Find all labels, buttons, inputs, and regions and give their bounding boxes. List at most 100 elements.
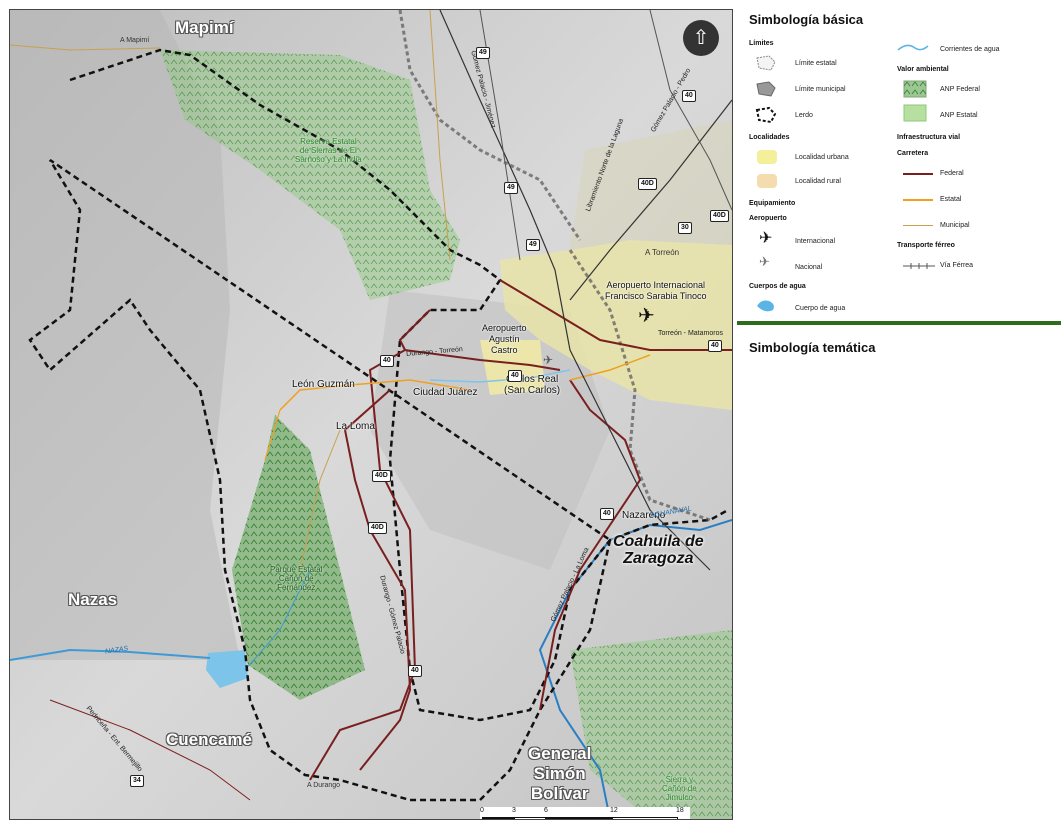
railway-2 [569,99,732,301]
river-nazas [10,648,211,661]
highway-shield: 40 [682,90,696,102]
legend-limite-municipal: Límite municipal [795,86,846,93]
legend-panel: Simbología básica Límites Límite estatal… [737,0,1061,818]
direction-a-durango: A Durango [307,782,341,789]
municipal-road-swatch [903,225,933,226]
municipal-road [429,10,451,261]
legend-federal: Federal [940,170,964,177]
cuerpo-agua-icon [757,300,774,312]
anp-label-parque: Parque Estatal Cañón de Fernández [270,565,322,592]
highway-shield: 40 [380,355,394,367]
locality-la-loma: La Loma [336,421,375,432]
jimulco-line-3: Jimulco [665,793,693,802]
municipality-nazas: Nazas [68,590,118,609]
highway-shield: 40D [368,522,387,534]
state-road-leon-guzman [279,379,471,411]
highway-shield: 40 [708,340,722,352]
agustin-line-3: Castro [491,345,518,355]
railway-swatch [903,263,935,269]
parque-line-2: Cañón de [278,574,314,583]
legend-section-transporte-ferreo: Transporte férreo [897,242,955,249]
legend-nacional: Nacional [795,264,823,271]
legend-localidad-rural: Localidad rural [795,178,841,185]
highway-shield: 30 [678,222,692,234]
legend-lerdo: Lerdo [795,112,813,119]
localidad-urbana-swatch [757,150,777,164]
legend-internacional: Internacional [795,238,836,245]
carlos-real-line-2: (San Carlos) [504,385,561,396]
airport-agustin-castro-label: Aeropuerto Agustín Castro [482,323,527,356]
federal-road-matamoros [499,279,732,351]
gsb-line-1: General [528,744,592,763]
limite-estatal-icon [756,55,776,71]
legend-municipal: Municipal [940,222,970,229]
legend-cuerpo-agua: Cuerpo de agua [795,305,846,312]
railway-3 [649,10,732,211]
legend-section-infraestructura-vial: Infraestructura vial [897,134,961,141]
airport-internacional-label: Aeropuerto Internacional Francisco Sarab… [605,280,707,302]
state-road-swatch [903,199,933,201]
river-canal [429,369,571,383]
highway-shield: 40 [408,665,422,677]
map-frame[interactable]: Mapimí Nazas Cuencamé General Simón Bolí… [9,9,733,820]
jimulco-line-2: Cañón de [662,784,697,793]
legend-section-limites: Límites [749,40,774,47]
highway-shield: 40D [372,470,391,482]
railway-1 [439,10,711,571]
legend-section-carretera: Carretera [897,150,929,157]
anp-label-jimulco: Sierra y Cañón de Jimulco [662,775,697,802]
north-arrow-icon: ⇧ [683,20,719,56]
reserva-line-2: de Sierras de El [299,146,357,155]
highway-shield: 40D [710,210,729,222]
parque-line-1: Parque Estatal [270,565,323,574]
locality-nazareno: Nazareno [622,510,666,521]
legend-section-cuerpos-agua: Cuerpos de agua [749,283,806,290]
lerdo-boundary [28,48,729,802]
scale-tick: 18 [676,807,684,814]
sierra-central-shading [370,290,610,570]
legend-anp-federal: ANP Federal [940,86,980,93]
reserva-line-3: Sarnoso y La India [295,155,362,164]
highway-shield: 40 [508,370,522,382]
legend-section-aeropuerto: Aeropuerto [749,215,787,222]
legend-anp-estatal: ANP Estatal [940,112,978,119]
scale-tick: 6 [544,807,548,814]
legend-title-thematic: Simbología temática [749,340,876,355]
locality-ciudad-juarez: Ciudad Juárez [413,387,478,398]
intl-line-2: Francisco Sarabia Tinoco [605,291,707,301]
legend-section-valor-ambiental: Valor ambiental [897,66,949,73]
airplane-icon: ✈ [638,305,655,327]
reserva-line-1: Reserva Estatal [300,137,357,146]
anp-estatal-icon [903,104,927,122]
legend-limite-estatal: Límite estatal [795,60,837,67]
state-coahuila-label: Coahuila de Zaragoza [613,533,704,567]
airport-national-icon: ✈ [759,254,770,269]
scale-tick: 3 [512,807,516,814]
highway-shield: 34 [130,775,144,787]
anp-label-reserva: Reserva Estatal de Sierras de El Sarnoso… [295,137,362,164]
highway-shield: 40D [638,178,657,190]
highway-shield: 49 [526,239,540,251]
highway-shield: 49 [476,47,490,59]
coahuila-line-2: Zaragoza [623,550,694,567]
anp-federal-icon [903,80,927,98]
road-label-torreon-matamoros: Torreón - Matamoros [658,330,723,337]
legend-estatal: Estatal [940,196,962,203]
agustin-line-2: Agustín [489,334,520,344]
corrientes-agua-icon [897,44,929,51]
municipality-cuencame: Cuencamé [166,730,252,749]
gsb-line-3: Bolívar [530,784,589,803]
lerdo-icon [755,106,777,124]
legend-divider [737,321,1061,325]
agustin-line-1: Aeropuerto [482,323,527,333]
legend-corrientes-agua: Corrientes de agua [940,46,1000,53]
limite-municipal-icon [756,81,776,97]
jimulco-line-1: Sierra y [665,775,694,784]
localidad-rural-swatch [757,174,777,188]
highway-shield: 40 [600,508,614,520]
airplane-national-icon: ✈ [543,353,554,367]
legend-localidad-urbana: Localidad urbana [795,154,849,161]
municipality-general-simon-bolivar: General Simón Bolívar [528,744,591,804]
carlos-real-line-1: Carlos Real [505,374,559,385]
airport-international-icon: ✈ [759,230,773,247]
